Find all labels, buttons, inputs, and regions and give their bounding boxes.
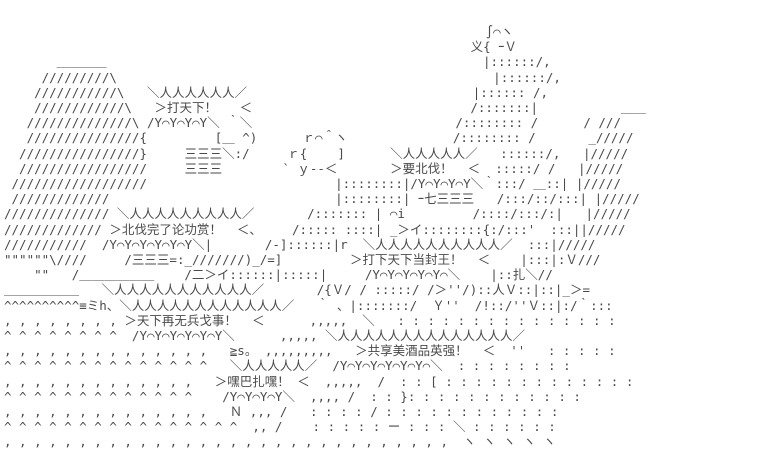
ascii-art: ∫⌒ヽ 义{ ｰＶ ＿＿＿＿ |::::::/, /////////\	[4, 24, 646, 450]
